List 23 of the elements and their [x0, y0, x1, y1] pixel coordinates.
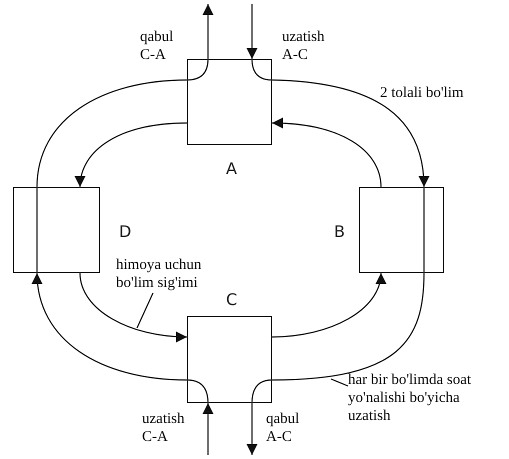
arrow	[272, 79, 429, 188]
leader-line	[136, 292, 154, 328]
leader-line	[330, 378, 348, 387]
edge-label: uzatish C-A	[142, 410, 186, 446]
node-label: B	[334, 224, 345, 240]
arrow	[79, 272, 188, 342]
edge-label: qabul C-A	[140, 28, 174, 64]
node-label: A	[226, 161, 237, 177]
node-label: C	[226, 292, 238, 308]
annotation-text: himoya uchun bo'lim sig'imi	[116, 256, 202, 292]
arrow	[272, 118, 382, 188]
arrow	[246, 403, 258, 455]
arrow	[32, 272, 188, 381]
edge-label: qabul A-C	[266, 410, 300, 446]
section-label: 2 tolali bo'lim	[380, 84, 464, 102]
node-label: D	[119, 224, 132, 240]
arrow	[272, 272, 386, 338]
edge-label: uzatish A-C	[282, 28, 326, 64]
annotation-text: har bir bo'limda soat yo'nalishi bo'yicha uzatish	[348, 371, 472, 425]
arrow	[76, 122, 188, 188]
arrow	[202, 403, 214, 455]
arrow	[202, 4, 214, 59]
arrow	[246, 4, 258, 59]
